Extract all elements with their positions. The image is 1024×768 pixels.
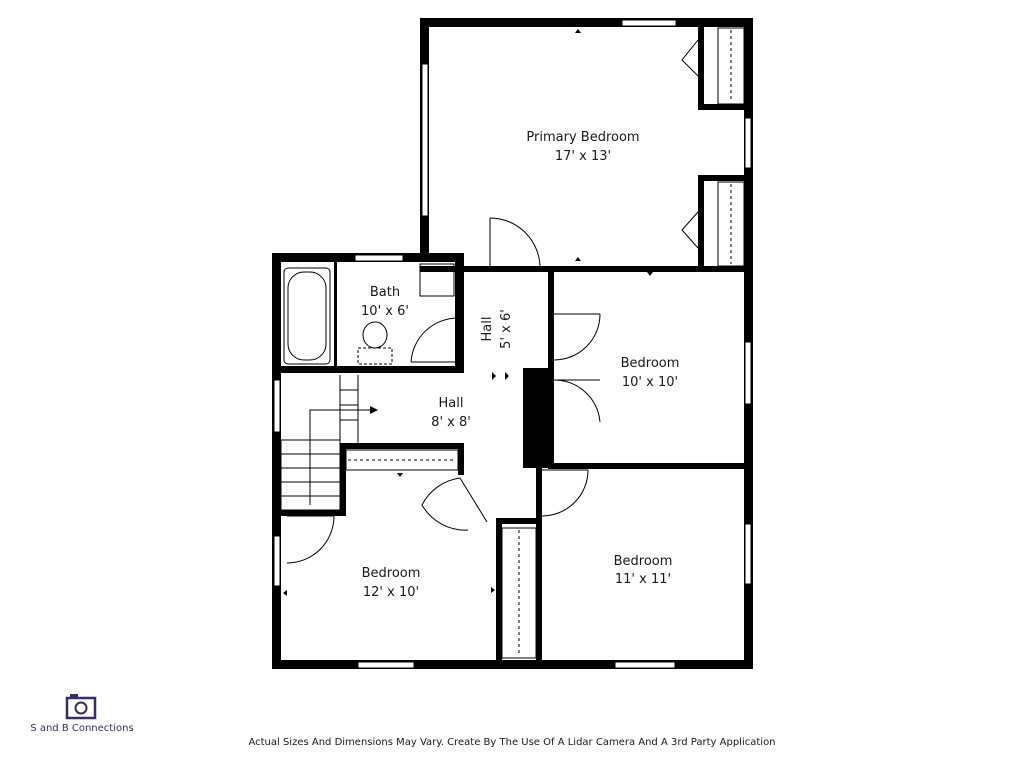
hall-center-size: 8' x 8' [431,415,471,430]
brand-name: S and B Connections [30,723,133,734]
doors [286,217,601,564]
bedroom-right-lower-size: 11' x 11' [615,572,671,587]
staircase [280,375,378,511]
footer-disclaimer: Actual Sizes And Dimensions May Vary. Cr… [248,737,775,748]
primary-bedroom-size: 17' x 13' [555,149,611,164]
fixtures [283,27,745,659]
room-labels: Primary Bedroom 17' x 13' Bath 10' x 6' … [361,130,679,600]
primary-bedroom-name: Primary Bedroom [526,130,639,145]
windows [273,19,752,669]
bedroom-right-upper-name: Bedroom [621,356,680,371]
wall-markers [283,29,653,596]
bedroom-right-lower-name: Bedroom [614,554,673,569]
camera-logo-icon [65,694,97,720]
bath-name: Bath [370,285,400,300]
brand-logo: S and B Connections [30,694,134,734]
hall-upper-name: Hall [480,317,495,342]
bath-size: 10' x 6' [361,304,409,319]
hall-upper-size: 5' x 6' [499,309,514,349]
bedroom-right-upper-size: 10' x 10' [622,375,678,390]
hall-center-name: Hall [439,396,464,411]
hall-upper-label: Hall 5' x 6' [480,309,514,349]
bedroom-left-lower-size: 12' x 10' [363,585,419,600]
bedroom-left-lower-name: Bedroom [362,566,421,581]
